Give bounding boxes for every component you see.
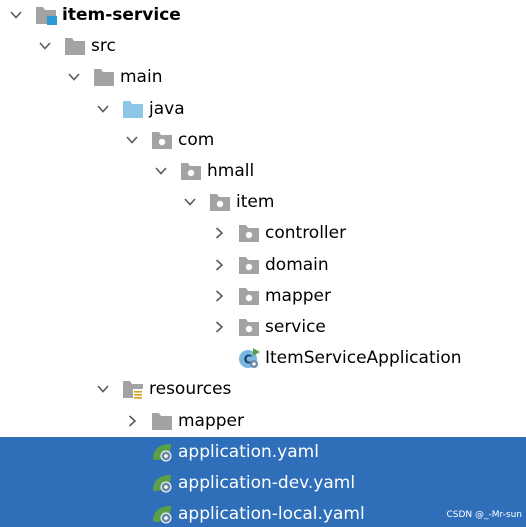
package-icon bbox=[237, 254, 261, 276]
spring-config-icon bbox=[150, 441, 174, 463]
tree-row[interactable]: java bbox=[0, 94, 526, 125]
tree-row[interactable]: item-service bbox=[0, 0, 526, 31]
tree-item-label: resources bbox=[149, 379, 232, 399]
tree-item-label: application-local.yaml bbox=[178, 504, 365, 524]
chevron-down-icon[interactable] bbox=[66, 69, 82, 85]
tree-row[interactable]: application-dev.yaml bbox=[0, 468, 526, 499]
chevron-down-icon[interactable] bbox=[153, 163, 169, 179]
chevron-right-icon[interactable] bbox=[211, 225, 227, 241]
tree-row[interactable]: C ItemServiceApplication bbox=[0, 343, 526, 374]
package-icon bbox=[237, 222, 261, 244]
tree-item-label: domain bbox=[265, 255, 329, 275]
package-icon bbox=[237, 285, 261, 307]
module-folder-icon bbox=[34, 4, 58, 26]
tree-row[interactable]: application.yaml bbox=[0, 437, 526, 468]
tree-row[interactable]: hmall bbox=[0, 156, 526, 187]
chevron-right-icon[interactable] bbox=[211, 257, 227, 273]
tree-item-label: src bbox=[91, 36, 116, 56]
tree-row[interactable]: item bbox=[0, 187, 526, 218]
chevron-right-icon[interactable] bbox=[211, 288, 227, 304]
tree-item-label: main bbox=[120, 67, 163, 87]
tree-item-label: java bbox=[149, 99, 185, 119]
tree-row[interactable]: application-local.yaml bbox=[0, 499, 526, 527]
spring-boot-class-icon: C bbox=[237, 347, 261, 369]
tree-item-label: mapper bbox=[178, 411, 245, 431]
package-icon bbox=[150, 129, 174, 151]
tree-item-label: service bbox=[265, 317, 326, 337]
tree-item-label: com bbox=[178, 130, 215, 150]
tree-item-label: controller bbox=[265, 223, 347, 243]
chevron-right-icon[interactable] bbox=[124, 413, 140, 429]
watermark: CSDN @_-Mr-sun bbox=[446, 510, 522, 520]
tree-item-label: hmall bbox=[207, 161, 255, 181]
chevron-down-icon[interactable] bbox=[124, 132, 140, 148]
svg-text:C: C bbox=[244, 353, 253, 367]
tree-item-label: application-dev.yaml bbox=[178, 473, 356, 493]
folder-icon bbox=[63, 35, 87, 57]
tree-item-label: mapper bbox=[265, 286, 332, 306]
source-root-folder-icon bbox=[121, 98, 145, 120]
tree-item-label: item-service bbox=[62, 5, 181, 25]
tree-row[interactable]: main bbox=[0, 62, 526, 93]
tree-row[interactable]: mapper bbox=[0, 281, 526, 312]
tree-row[interactable]: mapper bbox=[0, 406, 526, 437]
package-icon bbox=[179, 160, 203, 182]
chevron-down-icon[interactable] bbox=[95, 381, 111, 397]
spring-config-icon bbox=[150, 503, 174, 525]
package-icon bbox=[237, 316, 261, 338]
folder-icon bbox=[150, 410, 174, 432]
tree-row[interactable]: service bbox=[0, 312, 526, 343]
tree-row[interactable]: domain bbox=[0, 250, 526, 281]
folder-icon bbox=[92, 66, 116, 88]
tree-row[interactable]: com bbox=[0, 125, 526, 156]
spring-config-icon bbox=[150, 472, 174, 494]
tree-item-label: ItemServiceApplication bbox=[265, 348, 462, 368]
tree-item-label: item bbox=[236, 192, 275, 212]
chevron-right-icon[interactable] bbox=[211, 319, 227, 335]
tree-item-label: application.yaml bbox=[178, 442, 319, 462]
tree-row[interactable]: controller bbox=[0, 218, 526, 249]
tree-row[interactable]: src bbox=[0, 31, 526, 62]
tree-row[interactable]: resources bbox=[0, 374, 526, 405]
package-icon bbox=[208, 191, 232, 213]
chevron-down-icon[interactable] bbox=[37, 38, 53, 54]
chevron-down-icon[interactable] bbox=[8, 7, 24, 23]
resources-folder-icon bbox=[121, 378, 145, 400]
chevron-down-icon[interactable] bbox=[95, 101, 111, 117]
chevron-down-icon[interactable] bbox=[182, 194, 198, 210]
